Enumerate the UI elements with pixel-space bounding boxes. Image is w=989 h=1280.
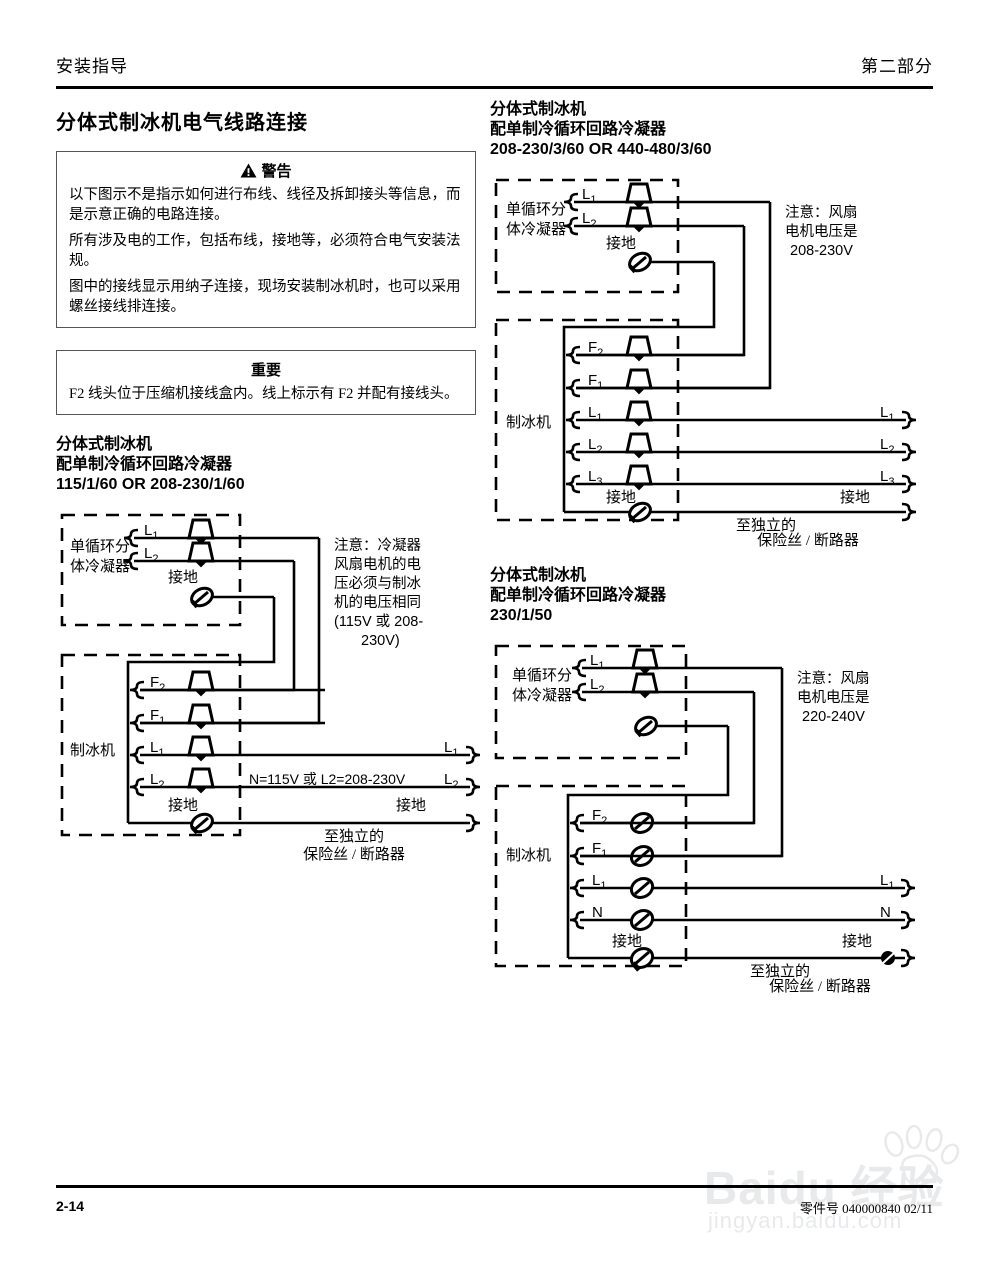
- ground-screw-icon: [881, 951, 895, 965]
- wire-nut-icon: [187, 518, 215, 568]
- condenser-label-line1: 单循环分: [70, 538, 130, 555]
- condenser-label-line2: 体冷凝器: [512, 687, 572, 704]
- diagram-1-heading-line1: 分体式制冰机: [56, 436, 153, 453]
- diagram-1-svg: 单循环分 体冷凝器 制冰机 接地 接地 接地 L1 L2 F2 F1 L1 L2…: [60, 513, 481, 863]
- icemaker-ground-label: 接地: [612, 933, 642, 950]
- diagram-1-note-line2: 风扇电机的电: [334, 556, 421, 573]
- supply-ground-label: 接地: [396, 797, 426, 814]
- ground-screw-icon: [190, 812, 214, 835]
- ground-screw-icon: [628, 251, 652, 274]
- diagram-2-heading: 分体式制冰机 配单制冷循环回路冷凝器 208-230/3/60 OR 440-4…: [490, 100, 935, 160]
- footer-divider: [56, 1185, 933, 1188]
- warning-box: 警告 以下图示不是指示如何进行布线、线径及拆卸接头等信息，而是示意正确的电路连接…: [56, 151, 476, 328]
- condenser-label-line2: 体冷凝器: [506, 221, 566, 238]
- diagram-3-note-line2: 电机电压是: [797, 689, 870, 706]
- condenser-label-line2: 体冷凝器: [70, 558, 130, 575]
- header-left-title: 安装指导: [56, 57, 128, 76]
- diagram-115-1-60: 单循环分 体冷凝器 制冰机 接地 接地 接地 L1 L2 F2 F1 L1 L2…: [56, 505, 481, 865]
- diagram-2-heading-line2: 配单制冷循环回路冷凝器: [490, 121, 667, 138]
- ground-screw-icon: [629, 947, 655, 972]
- diagram-3-heading-line3: 230/1/50: [490, 607, 553, 624]
- diagram-3-supply-label-line2: 保险丝 / 断路器: [769, 979, 871, 995]
- diagram-3-note-line1: 注意：风扇: [797, 669, 870, 687]
- diagram-1-heading-line2: 配单制冷循环回路冷凝器: [56, 456, 233, 473]
- diagram-230-1-50: 单循环分 体冷凝器 制冰机 接地 接地 L1 L2 F2 F1 L1 N L1 …: [490, 638, 935, 995]
- important-title: 重要: [250, 363, 281, 379]
- diagram-2-heading-line3: 208-230/3/60 OR 440-480/3/60: [490, 141, 712, 158]
- diagram-1-note-line5: (115V 或 208-: [334, 613, 423, 630]
- supply-ground-label: 接地: [842, 933, 872, 950]
- diagram-1-note-line1: 注意：冷凝器: [334, 536, 421, 554]
- diagram-3-note-line3: 220-240V: [802, 709, 865, 725]
- page-number: 2-14: [56, 1198, 85, 1214]
- icemaker-label: 制冰机: [506, 847, 551, 864]
- supply-label-line1: 至独立的: [750, 963, 810, 980]
- supply-ground-label: 接地: [840, 489, 870, 506]
- diagram-2-note-line2: 电机电压是: [785, 223, 858, 240]
- icemaker-ground-label: 接地: [606, 489, 636, 506]
- condenser-label-line1: 单循环分: [512, 667, 572, 684]
- page-header: 安装指导 第二部分: [56, 52, 933, 78]
- condenser-ground-label: 接地: [168, 569, 198, 586]
- diagram-2-note-line3: 208-230V: [790, 243, 853, 259]
- paw-print-icon: [884, 1124, 960, 1187]
- header-right-section: 第二部分: [861, 57, 933, 76]
- diagram-1-note-line3: 压必须与制冰: [334, 575, 421, 592]
- wire-nut-icon: [631, 648, 659, 699]
- diagram-2-svg: 单循环分 体冷凝器 制冰机 接地 接地 接地 L1 L2 F2 F1 L1 L2…: [494, 178, 917, 534]
- page-title: 分体式制冰机电气线路连接: [56, 112, 308, 134]
- diagram-2-heading-line1: 分体式制冰机: [490, 101, 587, 118]
- screw-terminal-icon: [629, 812, 655, 931]
- condenser-label-line1: 单循环分: [506, 201, 566, 218]
- icemaker-label: 制冰机: [70, 742, 115, 759]
- icemaker-label: 制冰机: [506, 414, 551, 431]
- important-box: 重要 F2 线头位于压缩机接线盒内。线上标示有 F2 并配有接线头。: [56, 350, 476, 415]
- diagram-208-230-3-60: 单循环分 体冷凝器 制冰机 接地 接地 接地 L1 L2 F2 F1 L1 L2…: [490, 172, 935, 549]
- diagram-1-heading: 分体式制冰机 配单制冷循环回路冷凝器 115/1/60 OR 208-230/1…: [56, 435, 476, 495]
- diagram-1-note-line6: 230V): [361, 633, 400, 649]
- diagram-2-supply-label-line2: 保险丝 / 断路器: [757, 533, 859, 549]
- inline-voltage-note: N=115V 或 L2=208-230V: [249, 771, 406, 787]
- ground-screw-icon: [190, 586, 214, 609]
- warning-title-row: 警告: [69, 160, 463, 181]
- icemaker-ground-label: 接地: [168, 797, 198, 814]
- diagram-1-heading-line3: 115/1/60 OR 208-230/1/60: [56, 476, 245, 493]
- left-column: 分体式制冰机电气线路连接 警告 以下图示不是指示如何进行布线、线径及拆卸接头等信…: [56, 106, 481, 865]
- warning-paragraph-2: 所有涉及电的工作，包括布线，接地等，必须符合电气安装法规。: [69, 233, 461, 269]
- diagram-2-note-line1: 注意：风扇: [785, 203, 858, 221]
- supply-terminal-N: N: [880, 904, 891, 921]
- diagram-3-heading-line1: 分体式制冰机: [490, 567, 587, 584]
- page-footer: 2-14 零件号 040000840 02/11: [56, 1198, 933, 1220]
- ground-screw-icon: [628, 501, 652, 524]
- diagram-3-heading-line2: 配单制冷循环回路冷凝器: [490, 587, 667, 604]
- important-paragraph-1: F2 线头位于压缩机接线盒内。线上标示有 F2 并配有接线头。: [69, 386, 459, 402]
- header-divider: [56, 86, 933, 89]
- warning-title: 警告: [261, 164, 292, 180]
- right-column: 分体式制冰机 配单制冷循环回路冷凝器 208-230/3/60 OR 440-4…: [490, 100, 935, 995]
- diagram-3-heading: 分体式制冰机 配单制冷循环回路冷凝器 230/1/50: [490, 566, 935, 626]
- supply-label-line1: 至独立的: [324, 828, 384, 845]
- supply-label-line2: 保险丝 / 断路器: [303, 846, 405, 863]
- diagram-1-note-line4: 机的电压相同: [334, 594, 421, 611]
- warning-paragraph-3: 图中的接线显示用纳子连接，现场安装制冰机时，也可以采用螺丝接线排连接。: [69, 279, 461, 315]
- part-number: 零件号 040000840 02/11: [799, 1201, 933, 1216]
- diagram-3-svg: 单循环分 体冷凝器 制冰机 接地 接地 L1 L2 F2 F1 L1 N L1 …: [494, 644, 916, 980]
- warning-paragraph-1: 以下图示不是指示如何进行布线、线径及拆卸接头等信息，而是示意正确的电路连接。: [69, 187, 461, 223]
- wire-nut-icon: [625, 182, 653, 233]
- wire-nut-icon: [625, 335, 653, 491]
- ground-screw-icon: [634, 715, 658, 738]
- warning-triangle-icon: [240, 163, 257, 178]
- supply-label-line1: 至独立的: [736, 517, 796, 534]
- baidu-watermark: Baidu 经验 jingyan.baidu.com: [700, 1124, 970, 1248]
- ice-terminal-N: N: [592, 904, 603, 921]
- condenser-ground-label: 接地: [606, 235, 636, 252]
